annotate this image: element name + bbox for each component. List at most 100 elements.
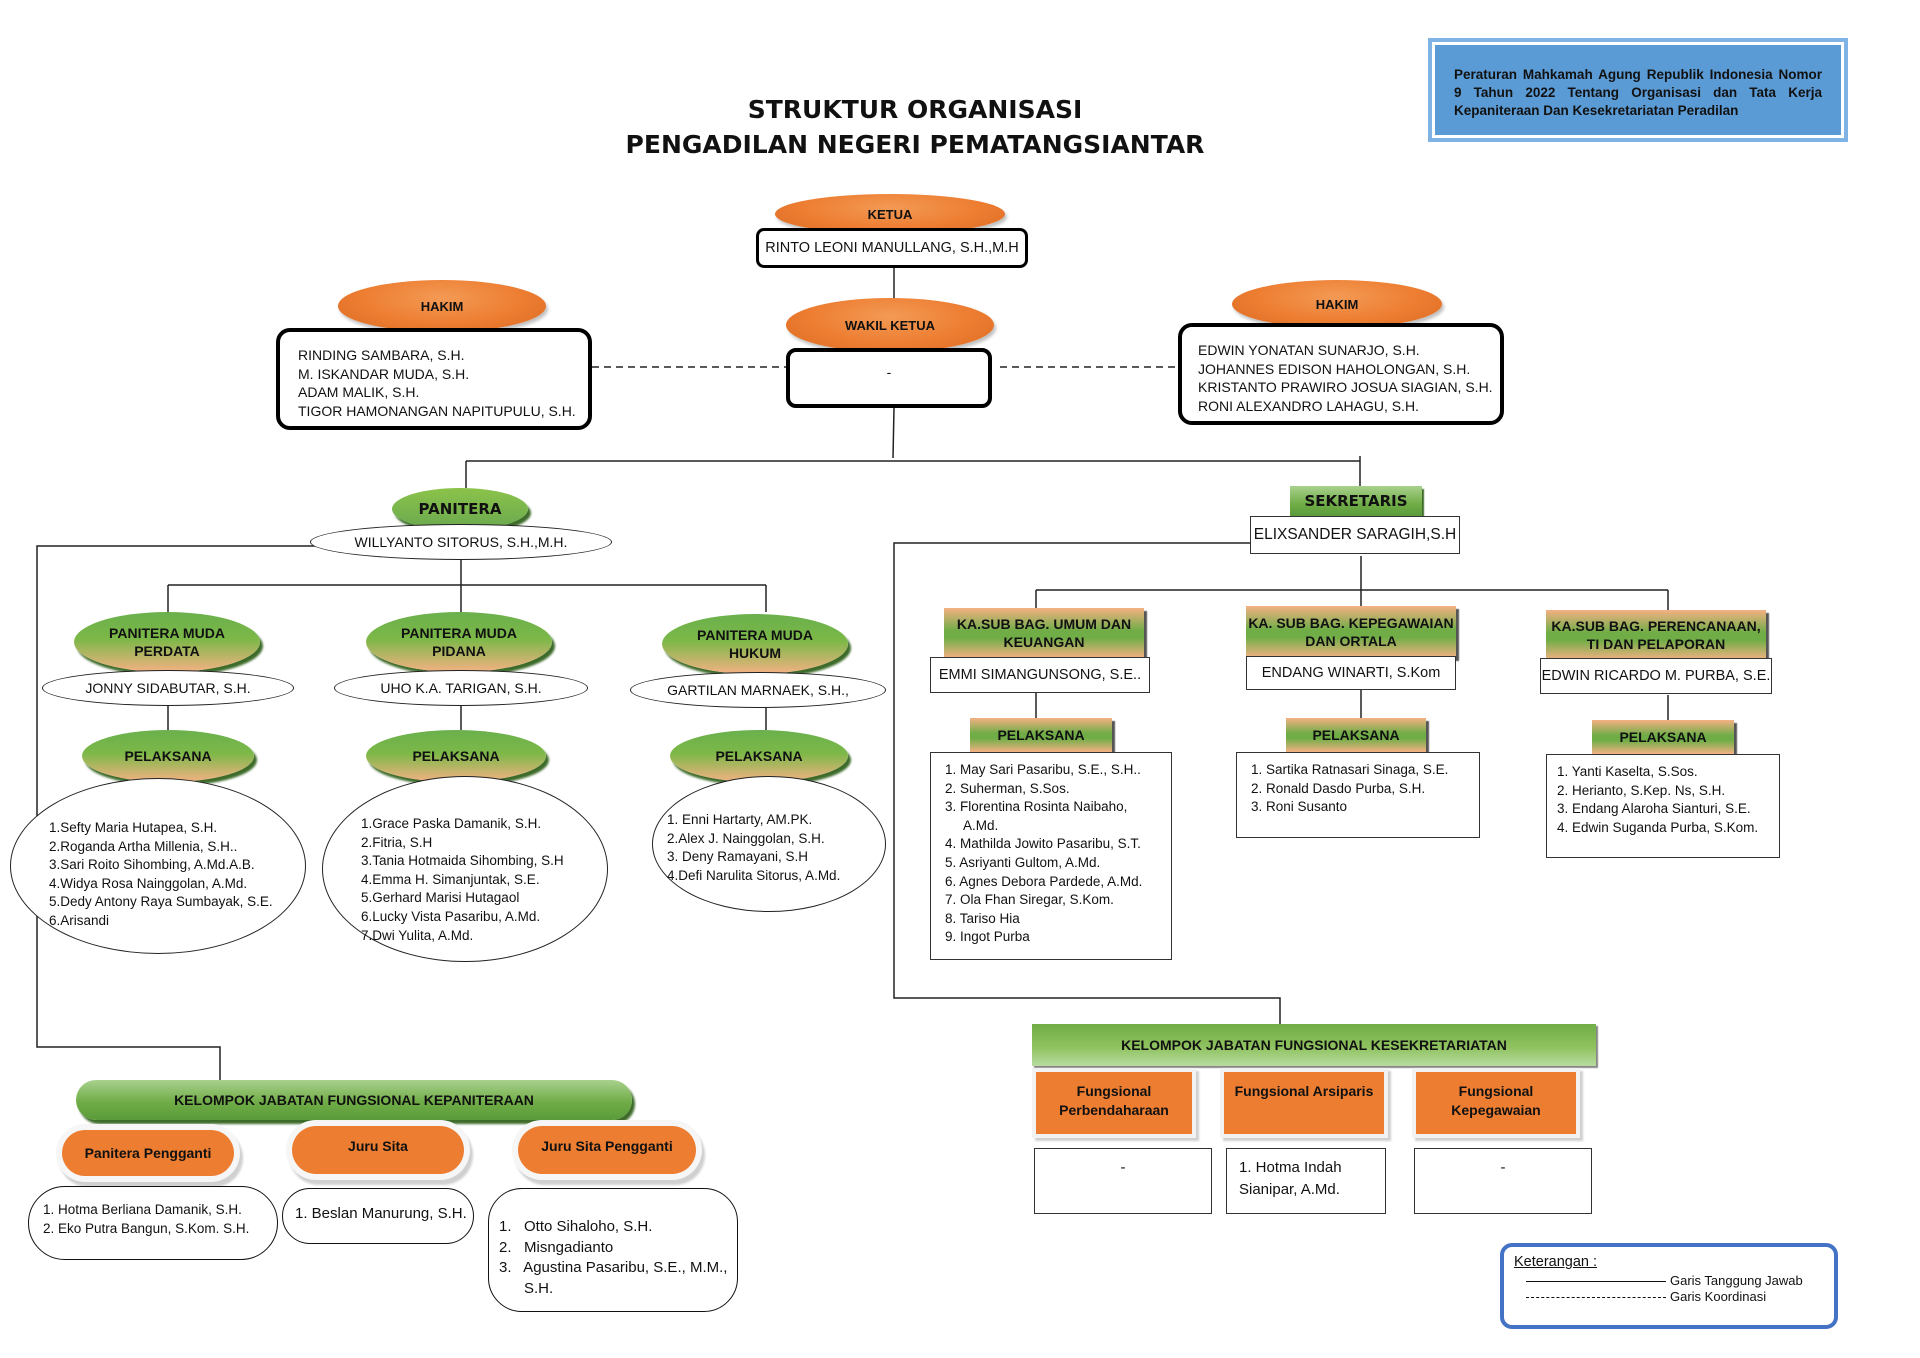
juru-sita-pengganti-label: Juru Sita Pengganti (518, 1126, 696, 1174)
hakim-right-member: JOHANNES EDISON HAHOLONGAN, S.H. (1198, 360, 1471, 377)
pm-perdata-label-l1: PANITERA MUDA (109, 625, 225, 641)
pm-pidana-pelaksana-label: PELAKSANA (366, 730, 546, 782)
pelaksana-item: 2. Herianto, S.Kep. Ns, S.H. (1557, 782, 1726, 798)
wakil-ketua-label: WAKIL KETUA (786, 298, 994, 352)
subbag-umum-label-l2: KEUANGAN (1003, 634, 1085, 650)
pelaksana-item: A.Md. (945, 817, 999, 833)
pelaksana-item: 1.Grace Paska Damanik, S.H. (361, 816, 542, 831)
pm-perdata-name: JONNY SIDABUTAR, S.H. (85, 680, 251, 696)
pm-perdata-pelaksana-list: 1.Sefty Maria Hutapea, S.H. 2.Roganda Ar… (10, 778, 306, 954)
pm-hukum-label-l2: HUKUM (728, 645, 782, 661)
hakim-left-member: RINDING SAMBARA, S.H. (298, 347, 465, 363)
subbag-kepegawaian-name: ENDANG WINARTI, S.Kom (1261, 665, 1441, 681)
pelaksana-item: 1. May Sari Pasaribu, S.E., S.H.. (945, 762, 1141, 777)
member-item: Sianipar, A.Md. (1239, 1181, 1340, 1198)
pelaksana-item: 3. Roni Susanto (1251, 799, 1348, 815)
pelaksana-item: 2. Ronald Dasdo Purba, S.H. (1251, 780, 1426, 796)
pelaksana-item: 5.Gerhard Marisi Hutagaol (361, 890, 520, 906)
pm-pidana-label-l1: PANITERA MUDA (401, 625, 517, 641)
subbag-perencanaan-pelaksana-label: PELAKSANA (1592, 720, 1734, 754)
sekretaris-name-box: ELIXSANDER SARAGIH,S.H (1250, 516, 1460, 554)
member-item: - (1500, 1159, 1506, 1176)
subbag-umum-name-box: EMMI SIMANGUNSONG, S.E.. (930, 657, 1150, 693)
hakim-left-member: ADAM MALIK, S.H. (298, 384, 420, 400)
pelaksana-item: 2.Roganda Artha Millenia, S.H.. (49, 838, 238, 854)
member-item: 1. Hotma Indah (1239, 1159, 1342, 1176)
pelaksana-item: 3. Florentina Rosinta Naibaho, (945, 799, 1128, 815)
member-item: S.H. (499, 1279, 554, 1297)
regulation-note-text: Peraturan Mahkamah Agung Republik Indone… (1454, 67, 1822, 118)
page-title-line1: STRUKTUR ORGANISASI (747, 95, 1083, 124)
panitera-pengganti-list: 1. Hotma Berliana Damanik, S.H. 2. Eko P… (28, 1186, 278, 1260)
panitera-pengganti-label: Panitera Pengganti (62, 1130, 234, 1176)
pm-hukum-name-ellipse: GARTILAN MARNAEK, S.H., (630, 672, 886, 708)
member-item: - (1120, 1159, 1126, 1176)
pelaksana-item: 2. Suherman, S.Sos. (945, 780, 1070, 796)
fungsional-perbendaharaan-list: - (1034, 1148, 1212, 1214)
subbag-umum-label-l1: KA.SUB BAG. UMUM DAN (956, 616, 1132, 632)
member-item: 1. Otto Sihaloho, S.H. (499, 1218, 653, 1235)
pelaksana-item: 3.Sari Roito Sihombing, A.Md.A.B. (49, 857, 255, 873)
pm-pidana-name: UHO K.A. TARIGAN, S.H. (380, 680, 542, 696)
pelaksana-item: 5. Asriyanti Gultom, A.Md. (945, 854, 1101, 870)
hakim-left-member: TIGOR HAMONANGAN NAPITUPULU, S.H. (298, 402, 576, 419)
pm-pidana-name-ellipse: UHO K.A. TARIGAN, S.H. (334, 670, 588, 706)
subbag-kepegawaian-label-l1: KA. SUB BAG. KEPEGAWAIAN (1248, 615, 1454, 631)
hakim-right-box: EDWIN YONATAN SUNARJO, S.H. JOHANNES EDI… (1178, 323, 1504, 425)
legend-dashed-label: Garis Koordinasi (1670, 1289, 1767, 1304)
subbag-perencanaan-name-box: EDWIN RICARDO M. PURBA, S.E. (1540, 658, 1772, 694)
pm-perdata-label: PANITERA MUDA PERDATA (74, 612, 260, 672)
pelaksana-item: 8. Tariso Hia (945, 910, 1020, 926)
member-item: 1. Beslan Manurung, S.H. (295, 1205, 467, 1222)
page-title-line2: PENGADILAN NEGERI PEMATANGSIANTAR (625, 130, 1205, 159)
subbag-umum-pelaksana-list: 1. May Sari Pasaribu, S.E., S.H.. 2. Suh… (930, 752, 1172, 960)
regulation-note-box: Peraturan Mahkamah Agung Republik Indone… (1428, 38, 1848, 142)
pelaksana-item: 6.Lucky Vista Pasaribu, A.Md. (361, 908, 541, 924)
legend-box: Keterangan : Garis Tanggung Jawab Garis … (1500, 1243, 1838, 1329)
fungsional-kesekretariatan-label: KELOMPOK JABATAN FUNGSIONAL KESEKRETARIA… (1032, 1024, 1596, 1066)
pelaksana-item: 7. Ola Fhan Siregar, S.Kom. (945, 892, 1114, 908)
pelaksana-item: 7.Dwi Yulita, A.Md. (361, 927, 474, 943)
juru-sita-pengganti-list: 1. Otto Sihaloho, S.H. 2. Misngadianto 3… (488, 1188, 738, 1312)
hakim-right-label: HAKIM (1232, 280, 1442, 328)
hakim-right-member: EDWIN YONATAN SUNARJO, S.H. (1198, 342, 1420, 358)
fungsional-arsiparis-label: Fungsional Arsiparis (1224, 1072, 1384, 1134)
pelaksana-item: 4. Mathilda Jowito Pasaribu, S.T. (945, 836, 1141, 852)
wakil-ketua-name: - (886, 364, 892, 380)
pelaksana-item: 1. Enni Hartarty, AM.PK. (667, 812, 813, 827)
hakim-right-member: KRISTANTO PRAWIRO JOSUA SIAGIAN, S.H. (1198, 379, 1493, 395)
pelaksana-item: 5.Dedy Antony Raya Sumbayak, S.E. (49, 894, 273, 910)
subbag-umum-label: KA.SUB BAG. UMUM DAN KEUANGAN (944, 608, 1144, 658)
panitera-name: WILLYANTO SITORUS, S.H.,M.H. (354, 534, 568, 550)
pelaksana-item: 1.Sefty Maria Hutapea, S.H. (49, 820, 218, 835)
pelaksana-item: 3. Deny Ramayani, S.H (667, 849, 809, 865)
label-l1: Fungsional (1076, 1083, 1152, 1099)
subbag-kepegawaian-name-box: ENDANG WINARTI, S.Kom (1246, 656, 1456, 690)
legend-title: Keterangan : (1514, 1254, 1598, 1270)
pm-hukum-label-l1: PANITERA MUDA (697, 627, 813, 643)
pelaksana-item: 1. Sartika Ratnasari Sinaga, S.E. (1251, 762, 1449, 777)
juru-sita-label: Juru Sita (292, 1126, 464, 1174)
member-item: 1. Hotma Berliana Damanik, S.H. (43, 1202, 242, 1217)
legend-dashed-line (1526, 1297, 1666, 1298)
sekretaris-label: SEKRETARIS (1290, 486, 1422, 516)
pm-pidana-pelaksana-list: 1.Grace Paska Damanik, S.H. 2.Fitria, S.… (322, 776, 608, 962)
member-item: 2. Misngadianto (499, 1238, 614, 1256)
legend-solid-label: Garis Tanggung Jawab (1670, 1273, 1803, 1288)
pm-perdata-label-l2: PERDATA (134, 643, 200, 659)
label-l2: Perbendaharaan (1059, 1102, 1169, 1118)
pm-perdata-pelaksana-label: PELAKSANA (82, 730, 254, 782)
subbag-perencanaan-label-l2: TI DAN PELAPORAN (1586, 636, 1726, 652)
fungsional-kepegawaian-list: - (1414, 1148, 1592, 1214)
pelaksana-item: 6. Agnes Debora Pardede, A.Md. (945, 873, 1143, 889)
pm-pidana-label-l2: PIDANA (432, 643, 486, 659)
subbag-perencanaan-name: EDWIN RICARDO M. PURBA, S.E. (1541, 668, 1771, 684)
pm-hukum-pelaksana-label: PELAKSANA (670, 730, 848, 782)
pelaksana-item: 9. Ingot Purba (945, 929, 1030, 945)
line-wakil-down (892, 407, 895, 459)
fungsional-kepaniteraan-label: KELOMPOK JABATAN FUNGSIONAL KEPANITERAAN (76, 1080, 632, 1120)
label-l1: Fungsional (1458, 1083, 1534, 1099)
